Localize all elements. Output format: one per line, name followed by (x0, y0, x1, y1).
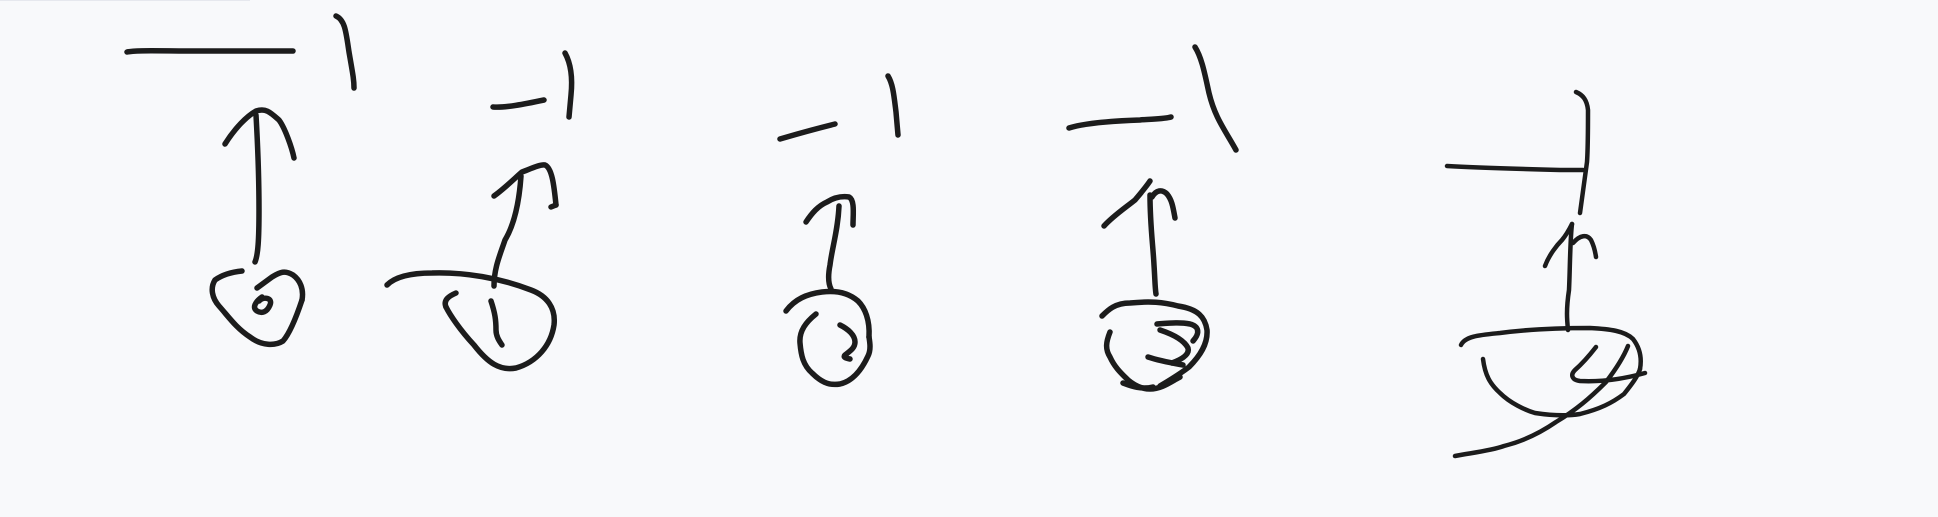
stroke-crossbar (384, 270, 557, 372)
sketch-4 (1066, 44, 1239, 392)
stroke-tick (333, 13, 357, 91)
stroke-stem (1564, 221, 1575, 333)
stroke-zigzag (1570, 344, 1648, 384)
stroke-stem (491, 173, 524, 289)
stroke-stem (252, 112, 262, 265)
stroke-hook (548, 202, 559, 210)
stroke-bowl (797, 311, 873, 388)
stroke-arch (803, 193, 857, 228)
stroke-upper-bowl (783, 288, 872, 340)
stroke-horizontal-bar (124, 48, 296, 55)
stroke-bowl-bottom (1480, 356, 1643, 418)
stroke-loop-right (254, 269, 306, 303)
stroke-arch (1101, 178, 1153, 229)
stroke-loop-left (209, 268, 305, 348)
stroke-arch-right (1570, 233, 1599, 260)
sketch-1 (124, 13, 357, 348)
stroke-short-bar (777, 121, 838, 142)
stroke-bowl-top (1099, 299, 1210, 389)
stroke-bowl-top (1458, 325, 1643, 372)
stroke-arch (222, 107, 297, 161)
stroke-inner-lines-1 (1154, 320, 1201, 344)
sketch-3 (777, 73, 901, 388)
stroke-arch-right (1149, 188, 1178, 221)
stroke-short-bar (490, 97, 547, 110)
stroke-small-curl (442, 290, 459, 310)
stroke-inner-lines-3 (1145, 354, 1186, 368)
stroke-long-bar (1444, 163, 1586, 173)
stroke-tail-stroke (1452, 343, 1631, 459)
stroke-bottom-drift (1120, 380, 1156, 391)
stroke-inner-curl (837, 322, 858, 362)
stroke-inner-curl (251, 294, 274, 316)
stroke-tick (885, 73, 901, 138)
stroke-bowl-bottom (1103, 329, 1183, 392)
stroke-tick (1573, 89, 1591, 216)
sketch-2 (384, 50, 575, 372)
stroke-stem (825, 203, 842, 292)
stroke-tick (1192, 44, 1239, 153)
stroke-arch (491, 162, 559, 208)
stroke-inner-hook (488, 298, 505, 348)
sketch-5 (1444, 89, 1648, 459)
canvas-top-edge (0, 0, 250, 1)
stroke-long-bar (1066, 114, 1174, 131)
stroke-stem (1147, 192, 1159, 297)
stroke-tick (562, 50, 575, 120)
stroke-inner-lines-2 (1157, 327, 1191, 366)
